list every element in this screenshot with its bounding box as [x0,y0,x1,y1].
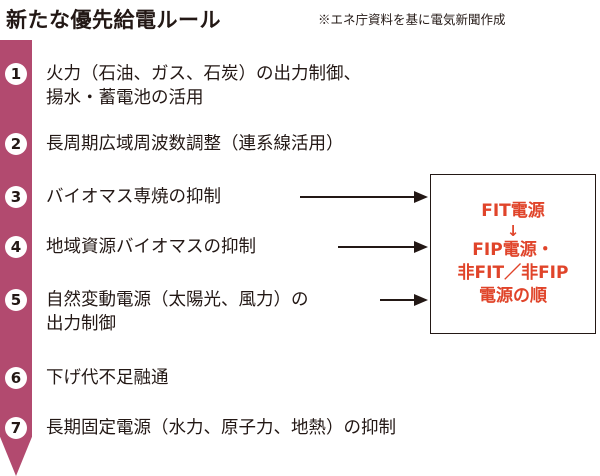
step-item-2-line-1: 長周期広域周波数調整（連系線活用） [46,134,344,154]
step-number-4: 4 [5,236,27,258]
arrow-right-icon [380,294,428,306]
arrow-right-icon [338,241,428,253]
step-item-3-line-1: バイオマス専焼の抑制 [46,187,221,207]
step-number-5: 5 [5,289,27,311]
step-item-5-line-2: 出力制御 [46,314,116,334]
step-number-6: 6 [5,367,27,389]
step-number-2: 2 [5,133,27,155]
box-line-3: 非FIT／非FIP [457,263,569,283]
step-item-2: 長周期広域周波数調整（連系線活用） [46,132,344,156]
step-item-5-line-1: 自然変動電源（太陽光、風力）の [46,290,309,310]
source-note: ※エネ庁資料を基に電気新聞作成 [318,12,506,27]
box-line-1: FIT電源 [481,201,545,221]
step-item-6: 下げ代不足融通 [46,366,169,390]
step-item-1-line-1: 火力（石油、ガス、石炭）の出力制御、 [46,64,361,84]
step-item-4-line-1: 地域資源バイオマスの抑制 [46,237,256,257]
step-item-1-line-2: 揚水・蓄電池の活用 [46,88,204,108]
fit-order-box: FIT電源 ↓ FIP電源・ 非FIT／非FIP 電源の順 [430,174,596,334]
step-number-7: 7 [5,417,27,439]
step-number-3: 3 [5,186,27,208]
box-line-4: 電源の順 [479,286,547,306]
step-item-6-line-1: 下げ代不足融通 [46,368,169,388]
box-line-2: FIP電源・ [472,240,554,260]
step-item-5: 自然変動電源（太陽光、風力）の 出力制御 [46,288,309,336]
step-item-7: 長期固定電源（水力、原子力、地熱）の抑制 [46,416,396,440]
arrow-down-icon: ↓ [506,222,520,240]
step-item-7-line-1: 長期固定電源（水力、原子力、地熱）の抑制 [46,418,396,438]
page-title: 新たな優先給電ルール [6,8,221,32]
priority-band [0,40,32,476]
step-number-1: 1 [5,63,27,85]
step-item-1: 火力（石油、ガス、石炭）の出力制御、 揚水・蓄電池の活用 [46,62,361,110]
arrow-right-icon [300,191,428,203]
step-item-4: 地域資源バイオマスの抑制 [46,235,256,259]
step-item-3: バイオマス専焼の抑制 [46,185,221,209]
